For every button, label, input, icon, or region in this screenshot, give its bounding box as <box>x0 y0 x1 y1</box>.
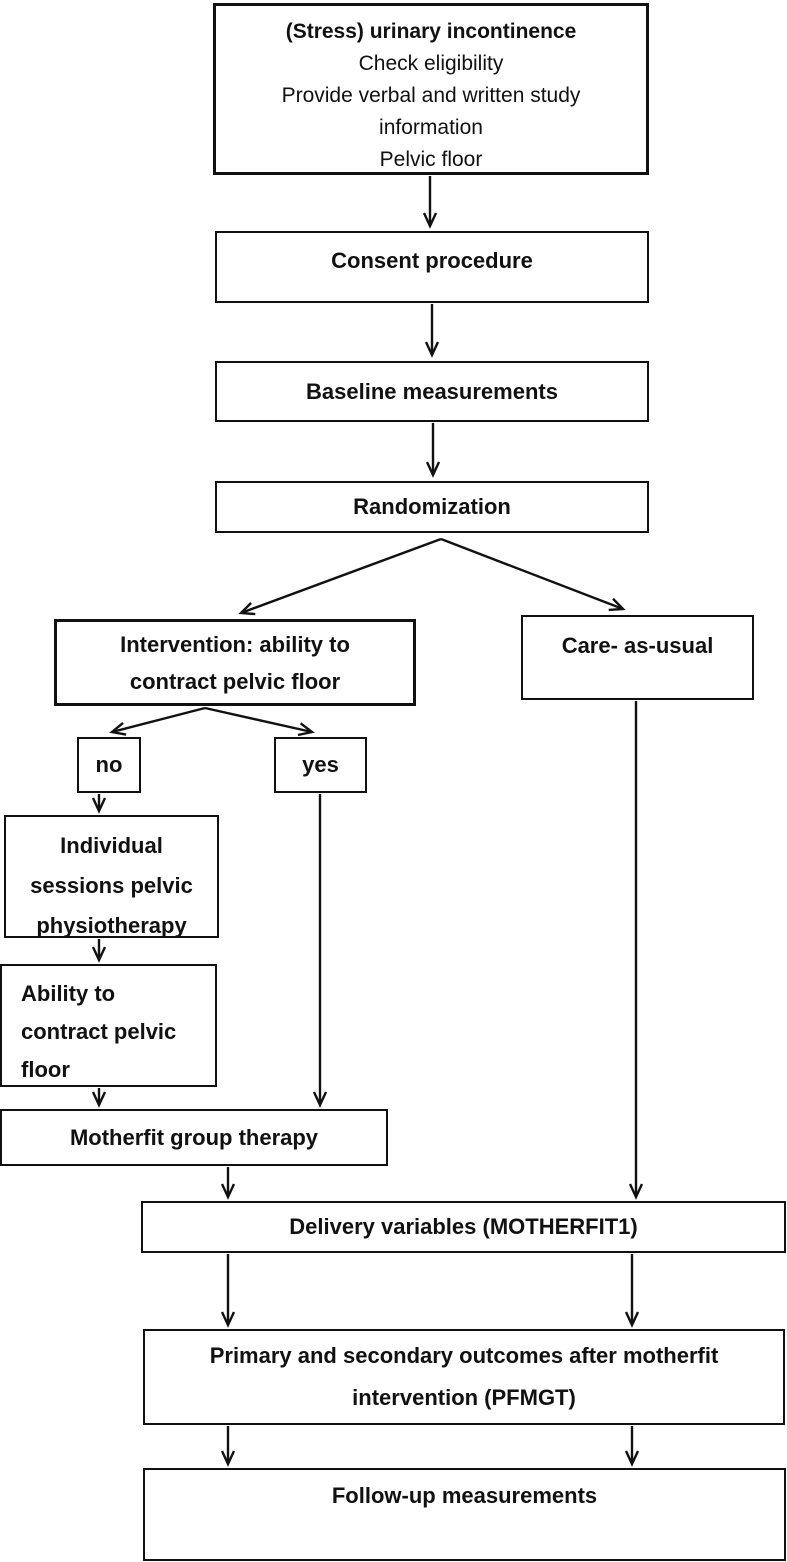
node-label-line: intervention (PFMGT) <box>352 1385 576 1410</box>
node-ability-to-contract: Ability to contract pelvic floor <box>0 964 217 1087</box>
node-consent-procedure: Consent procedure <box>215 231 649 303</box>
node-label: Baseline measurements <box>306 378 558 404</box>
node-randomization: Randomization <box>215 481 649 533</box>
node-branch-no: no <box>77 737 141 793</box>
node-label: Care- as-usual <box>561 633 714 658</box>
node-label-line: Individual <box>60 833 163 858</box>
node-label: Delivery variables (MOTHERFIT1) <box>289 1214 638 1239</box>
node-label: Consent procedure <box>331 248 533 273</box>
node-intervention-ability: Intervention: ability to contract pelvic… <box>54 619 416 706</box>
node-screening: (Stress) urinary incontinence Check elig… <box>213 3 649 175</box>
screening-line: Provide verbal and written study informa… <box>281 84 581 139</box>
arrow-intervention-to-yes <box>204 706 315 737</box>
node-label: yes <box>302 752 339 777</box>
screening-line: Check eligibility <box>358 52 504 75</box>
arrow-intervention-to-no <box>109 706 206 736</box>
node-delivery-variables: Delivery variables (MOTHERFIT1) <box>141 1201 786 1253</box>
arrow-randomization-to-care <box>440 537 626 612</box>
node-individual-sessions: Individual sessions pelvic physiotherapy <box>4 815 219 938</box>
node-primary-secondary-outcomes: Primary and secondary outcomes after mot… <box>143 1329 785 1425</box>
node-label: Intervention: ability to contract pelvic… <box>120 631 350 694</box>
screening-title: (Stress) urinary incontinence <box>285 20 577 43</box>
node-care-as-usual: Care- as-usual <box>521 615 754 700</box>
node-label-line: Primary and secondary outcomes after mot… <box>209 1343 719 1368</box>
node-label: Follow-up measurements <box>331 1483 598 1508</box>
screening-line: Pelvic floor <box>379 148 483 171</box>
node-label: Randomization <box>353 494 511 519</box>
node-motherfit-group-therapy: Motherfit group therapy <box>0 1109 388 1166</box>
node-label: Motherfit group therapy <box>69 1124 319 1150</box>
node-label-line: physiotherapy <box>36 913 187 938</box>
node-label-line: floor <box>21 1057 70 1082</box>
node-label-line: sessions pelvic <box>30 873 193 898</box>
node-label-line: Ability to <box>21 981 116 1006</box>
node-branch-yes: yes <box>274 737 367 793</box>
node-label: no <box>95 752 123 777</box>
arrow-randomization-to-intervention <box>238 537 442 616</box>
node-label-line: contract pelvic <box>21 1019 177 1044</box>
node-followup-measurements: Follow-up measurements <box>143 1468 786 1561</box>
node-baseline-measurements: Baseline measurements <box>215 361 649 422</box>
